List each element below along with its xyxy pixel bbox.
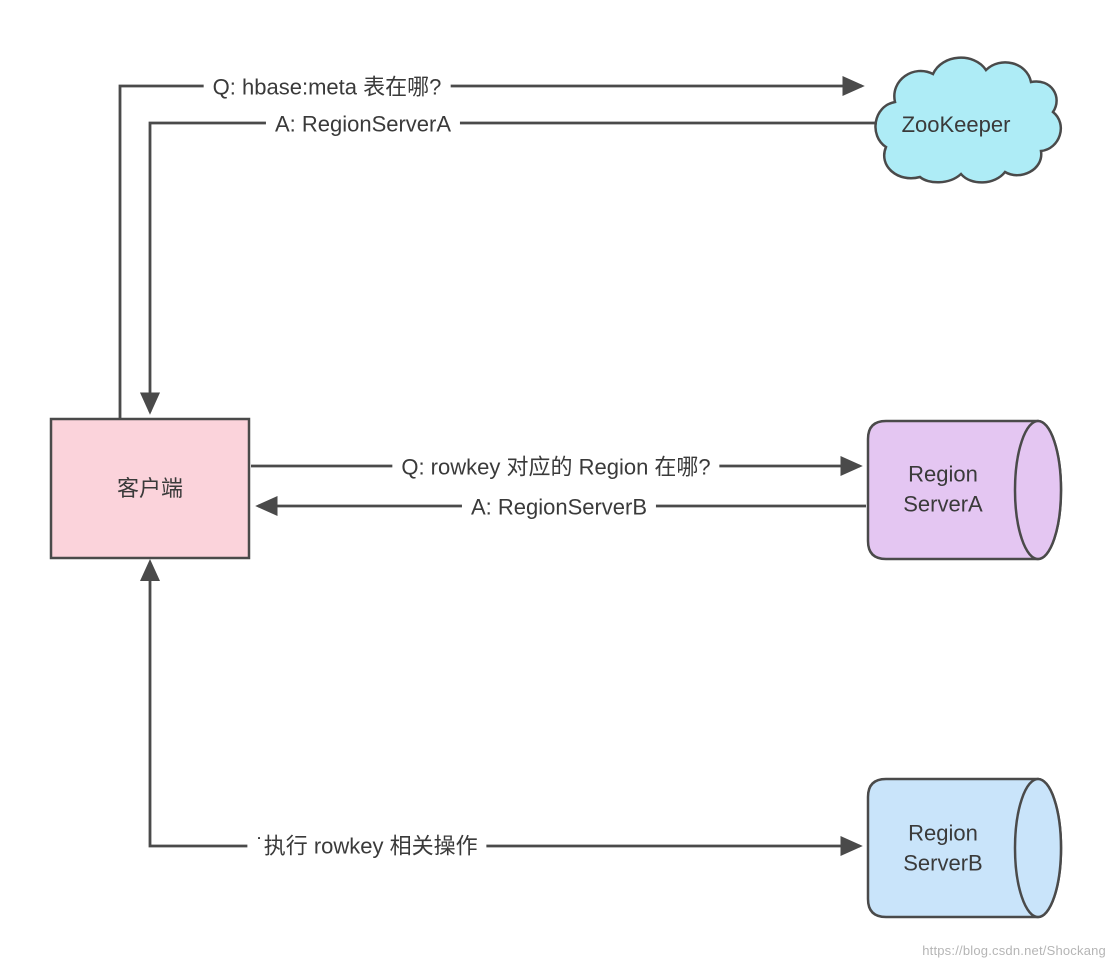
zookeeper-label: ZooKeeper: [901, 111, 1011, 137]
edge-label-q-meta: Q: hbase:meta 表在哪?: [203, 71, 451, 103]
watermark: https://blog.csdn.net/Shockang: [922, 943, 1106, 958]
edge-label-execute: ˙执行 rowkey 相关操作: [247, 830, 487, 862]
edge-label-a-region: A: RegionServerB: [461, 491, 657, 523]
region-server-b-label: Region ServerB: [903, 820, 983, 876]
region-server-a-cap: [1013, 419, 1063, 561]
region-server-a-label: Region ServerA: [903, 461, 983, 517]
edge-label-q-region: Q: rowkey 对应的 Region 在哪?: [392, 451, 720, 483]
shapes-group: [49, 56, 1063, 919]
edge-label-a-meta: A: RegionServerA: [265, 108, 461, 140]
client-box: [49, 417, 251, 560]
connector-a-meta: [139, 121, 877, 415]
connector-execute: [148, 578, 863, 857]
region-server-b-cap: [1013, 777, 1063, 919]
zookeeper-cloud: [874, 56, 1063, 184]
client-label: 客户端: [116, 475, 184, 501]
execute-up-arrowhead-icon: [140, 559, 160, 581]
connector-q-meta: [118, 75, 865, 419]
